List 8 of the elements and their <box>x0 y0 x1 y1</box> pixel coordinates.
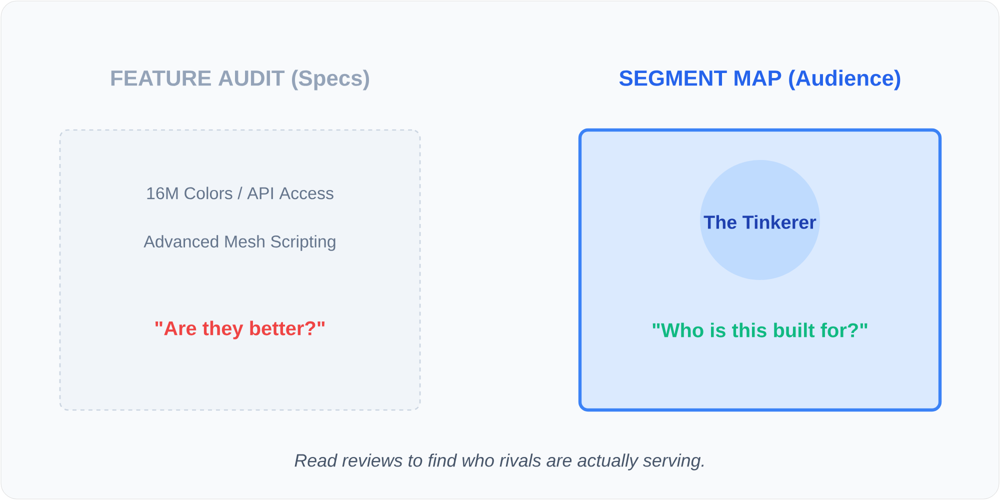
caption: Read reviews to find who rivals are actually serving. <box>294 454 704 470</box>
panel-heading: SEGMENT MAP (Audience) <box>619 70 900 90</box>
question-text: "Who is this built for?" <box>652 322 868 338</box>
panel-heading: FEATURE AUDIT (Specs) <box>111 70 369 90</box>
feature-text: Advanced Mesh Scripting <box>144 235 336 251</box>
feature-text: 16M Colors / API Access <box>147 186 334 200</box>
question-text: "Are they better?" <box>155 320 324 340</box>
segment-label: The Tinkerer <box>704 215 816 229</box>
